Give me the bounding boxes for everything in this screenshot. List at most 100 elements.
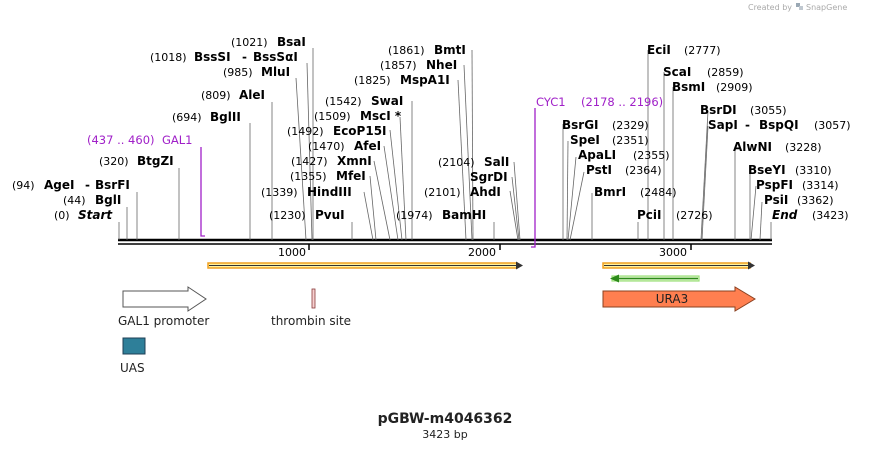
site-name: BsmI	[672, 80, 705, 94]
site-position: (0)	[54, 209, 70, 222]
orf-forward-arrow-1	[207, 261, 523, 270]
cyc1-range-label: (2178 .. 2196)	[581, 95, 663, 109]
site-btgzi: (320) BtgZI	[99, 154, 174, 168]
site-position: (1427)	[291, 155, 328, 168]
site-position: (3362)	[797, 194, 834, 207]
site-position: (2355)	[633, 149, 670, 162]
site-nhei: (1857) NheI	[380, 58, 457, 72]
site-name: BsrGI	[562, 118, 599, 132]
site-separator: -	[745, 118, 750, 132]
site-name: XmnI	[337, 154, 372, 168]
site-name: AleI	[239, 88, 265, 102]
site-spei: SpeI (2351)	[570, 133, 649, 147]
site-name: PciI	[637, 208, 662, 222]
credit-prefix: Created by	[748, 3, 792, 12]
site-apali: ApaLI (2355)	[578, 148, 670, 162]
site-xmni: (1427) XmnI	[291, 154, 372, 168]
site-mspa1i: (1825) MspA1I	[354, 73, 450, 87]
site-position: (1021)	[231, 36, 268, 49]
site-bsrgi: BsrGI (2329)	[562, 118, 649, 132]
site-psti: PstI (2364)	[586, 163, 662, 177]
site-position: (1230)	[269, 209, 306, 222]
site-bglii: (694) BglII	[172, 110, 241, 124]
site-position: (1857)	[380, 59, 417, 72]
site-name-alt: BssSαI	[253, 50, 298, 64]
site-pcii: PciI (2726)	[637, 208, 713, 222]
site-name: MluI	[261, 65, 290, 79]
ruler-label-1000: 1000	[278, 246, 306, 259]
site-name-alt: BspQI	[759, 118, 799, 132]
site-name: BsrDI	[700, 103, 737, 117]
site-position: (1470)	[308, 140, 345, 153]
site-position: (2101)	[424, 186, 461, 199]
site-scai: ScaI (2859)	[663, 65, 744, 79]
site-name: PsiI	[764, 193, 788, 207]
site-name: SapI	[708, 118, 738, 132]
site-bseyi: BseYI (3310)	[748, 163, 832, 177]
site-position: (2364)	[625, 164, 662, 177]
site-bsai: (1021) BsaI	[231, 35, 306, 49]
site-name: SgrDI	[470, 170, 508, 184]
ura3-arrow	[602, 286, 756, 312]
site-name: BglII	[210, 110, 241, 124]
site-bmti: (1861) BmtI	[388, 43, 466, 57]
thrombin-site-marker	[311, 288, 316, 309]
site-separator: -	[242, 50, 247, 64]
gal1-promoter-arrow	[122, 286, 207, 312]
site-name: AlwNI	[733, 140, 772, 154]
site-alei: (809) AleI	[201, 88, 265, 102]
site-name: BsaI	[277, 35, 306, 49]
thrombin-site-label: thrombin site	[271, 314, 351, 328]
site-position: (1355)	[290, 170, 327, 183]
site-position: (2351)	[612, 134, 649, 147]
gal1-primer-label: GAL1	[162, 133, 193, 147]
site-name: End	[772, 208, 798, 222]
site-position: (2484)	[640, 186, 677, 199]
site-sgrdi: SgrDI	[470, 170, 508, 184]
orf-reverse-arrow	[610, 274, 700, 283]
site-position: (2859)	[707, 66, 744, 79]
site-name: ApaLI	[578, 148, 616, 162]
cyc1-primer-marker	[531, 108, 536, 248]
site-name: NheI	[426, 58, 457, 72]
site-position: (3314)	[802, 179, 839, 192]
site-position: (3057)	[814, 119, 851, 132]
uas-label: UAS	[120, 361, 145, 375]
site-position: (1974)	[396, 209, 433, 222]
site-name: AhdI	[470, 185, 501, 199]
site-position: (1492)	[287, 125, 324, 138]
site-name: PvuI	[315, 208, 345, 222]
site-bamhi: (1974) BamHI	[396, 208, 486, 222]
site-name: EciI	[647, 43, 671, 57]
site-name: MscI *	[360, 109, 402, 123]
site-msci: (1509) MscI *	[314, 109, 402, 123]
site-name: PspFI	[756, 178, 793, 192]
site-name: AfeI	[354, 139, 381, 153]
site-pvui: (1230) PvuI	[269, 208, 345, 222]
site-position: (1509)	[314, 110, 351, 123]
site-name: HindIII	[307, 185, 352, 199]
site-position: (1339)	[261, 186, 298, 199]
site-position: (3423)	[812, 209, 849, 222]
site-name: BtgZI	[137, 154, 174, 168]
site-name: EcoP15I	[333, 124, 387, 138]
site-position: (1861)	[388, 44, 425, 57]
site-psii: PsiI (3362)	[764, 193, 834, 207]
site-name: Start	[78, 208, 113, 222]
site-position: (985)	[223, 66, 253, 79]
site-name: PstI	[586, 163, 612, 177]
site-position: (2329)	[612, 119, 649, 132]
orf-forward-arrow-2	[602, 261, 755, 270]
site-position: (2726)	[676, 209, 713, 222]
site-position: (320)	[99, 155, 129, 168]
site-alwni: AlwNI (3228)	[733, 140, 822, 154]
gal1-range-label: (437 .. 460)	[87, 133, 155, 147]
site-position: (1018)	[150, 51, 187, 64]
snapgene-logo-icon	[796, 3, 803, 10]
site-ecii: EciI (2777)	[647, 43, 721, 57]
site-position: (809)	[201, 89, 231, 102]
site-ecop15i: (1492) EcoP15I	[287, 124, 387, 138]
site-end: End (3423)	[772, 208, 849, 222]
site-hindiii: (1339) HindIII	[261, 185, 352, 199]
